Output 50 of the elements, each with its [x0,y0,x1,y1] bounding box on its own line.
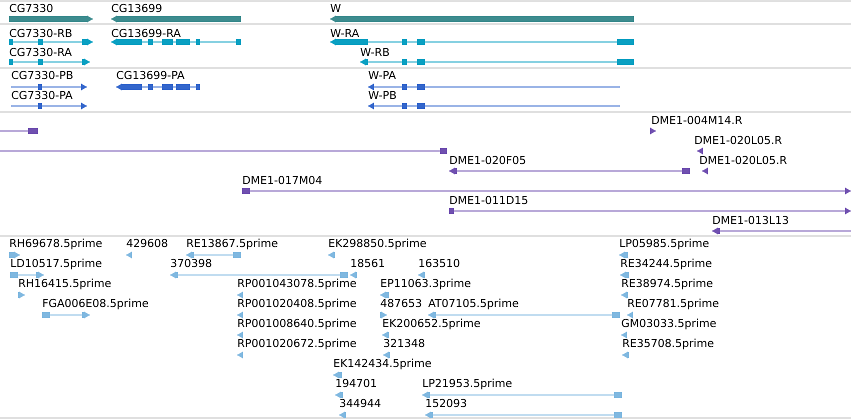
est-label: AT07105.5prime [428,298,518,310]
est-label: EP11063.3prime [381,278,470,290]
clone-label: DME1-011D15 [450,196,528,204]
est-label: RP001008640.5prime [238,318,356,330]
est-label: RE35708.5prime [623,338,714,350]
protein-label: CG7330-PA [12,90,72,100]
transcript-label: CG13699-RA [112,28,181,38]
transcript-label: CG7330-RB [10,28,72,38]
est-label: 321348 [384,338,424,348]
gene-label: W [330,4,341,12]
est-label: RE38974.5prime [622,278,712,290]
est-label: RE34244.5prime [621,258,712,270]
est-label: LP05985.5prime [620,238,709,250]
gene-label: CG7330 [10,4,52,12]
clone-label: DME1-020L05.R [695,136,782,144]
transcript-label: CG7330-RA [10,48,72,56]
est-label: 152093 [426,398,466,408]
est-label: RH69678.5prime [10,238,102,250]
est-label: 487653 [380,298,422,308]
est-label: LD10517.5prime [11,258,102,270]
protein-label: W-PA [368,71,396,79]
protein-label: W-PB [368,91,396,99]
transcript-label: W-RB [360,48,389,56]
gene-label: CG13699 [112,4,162,12]
est-label: FGA006E08.5prime [43,298,148,310]
clone-label: DME1-004M14.R [652,116,742,124]
est-label: EK142434.5prime [334,358,431,370]
est-label: RE13867.5prime [187,238,278,250]
clone-label: DME1-020L05.R [700,156,787,164]
est-label: 163510 [419,258,460,268]
est-label: GM03033.5prime [622,318,716,330]
est-label: LP21953.5prime [423,378,512,390]
clone-label: DME1-013L13 [713,216,788,224]
est-label: 18561 [351,258,384,268]
est-label: 194701 [336,378,376,388]
est-label: EK200652.5prime [383,318,480,330]
est-label: RP001043078.5prime [238,278,356,290]
est-label: 429608 [126,238,168,248]
est-label: RP001020672.5prime [238,338,356,350]
est-label: RE07781.5prime [628,298,718,310]
est-label: EK298850.5prime [329,238,426,250]
clone-label: DME1-017M04 [243,176,322,184]
est-label: 370398 [171,258,212,268]
protein-label: CG7330-PB [12,70,73,80]
transcript-label: W-RA [330,29,360,37]
protein-label: CG13699-PA [116,70,184,80]
est-label: RH16415.5prime [19,278,111,290]
est-label: RP001020408.5prime [238,298,356,310]
clone-label: DME1-020F05 [450,156,526,164]
est-label: 344944 [340,398,380,408]
